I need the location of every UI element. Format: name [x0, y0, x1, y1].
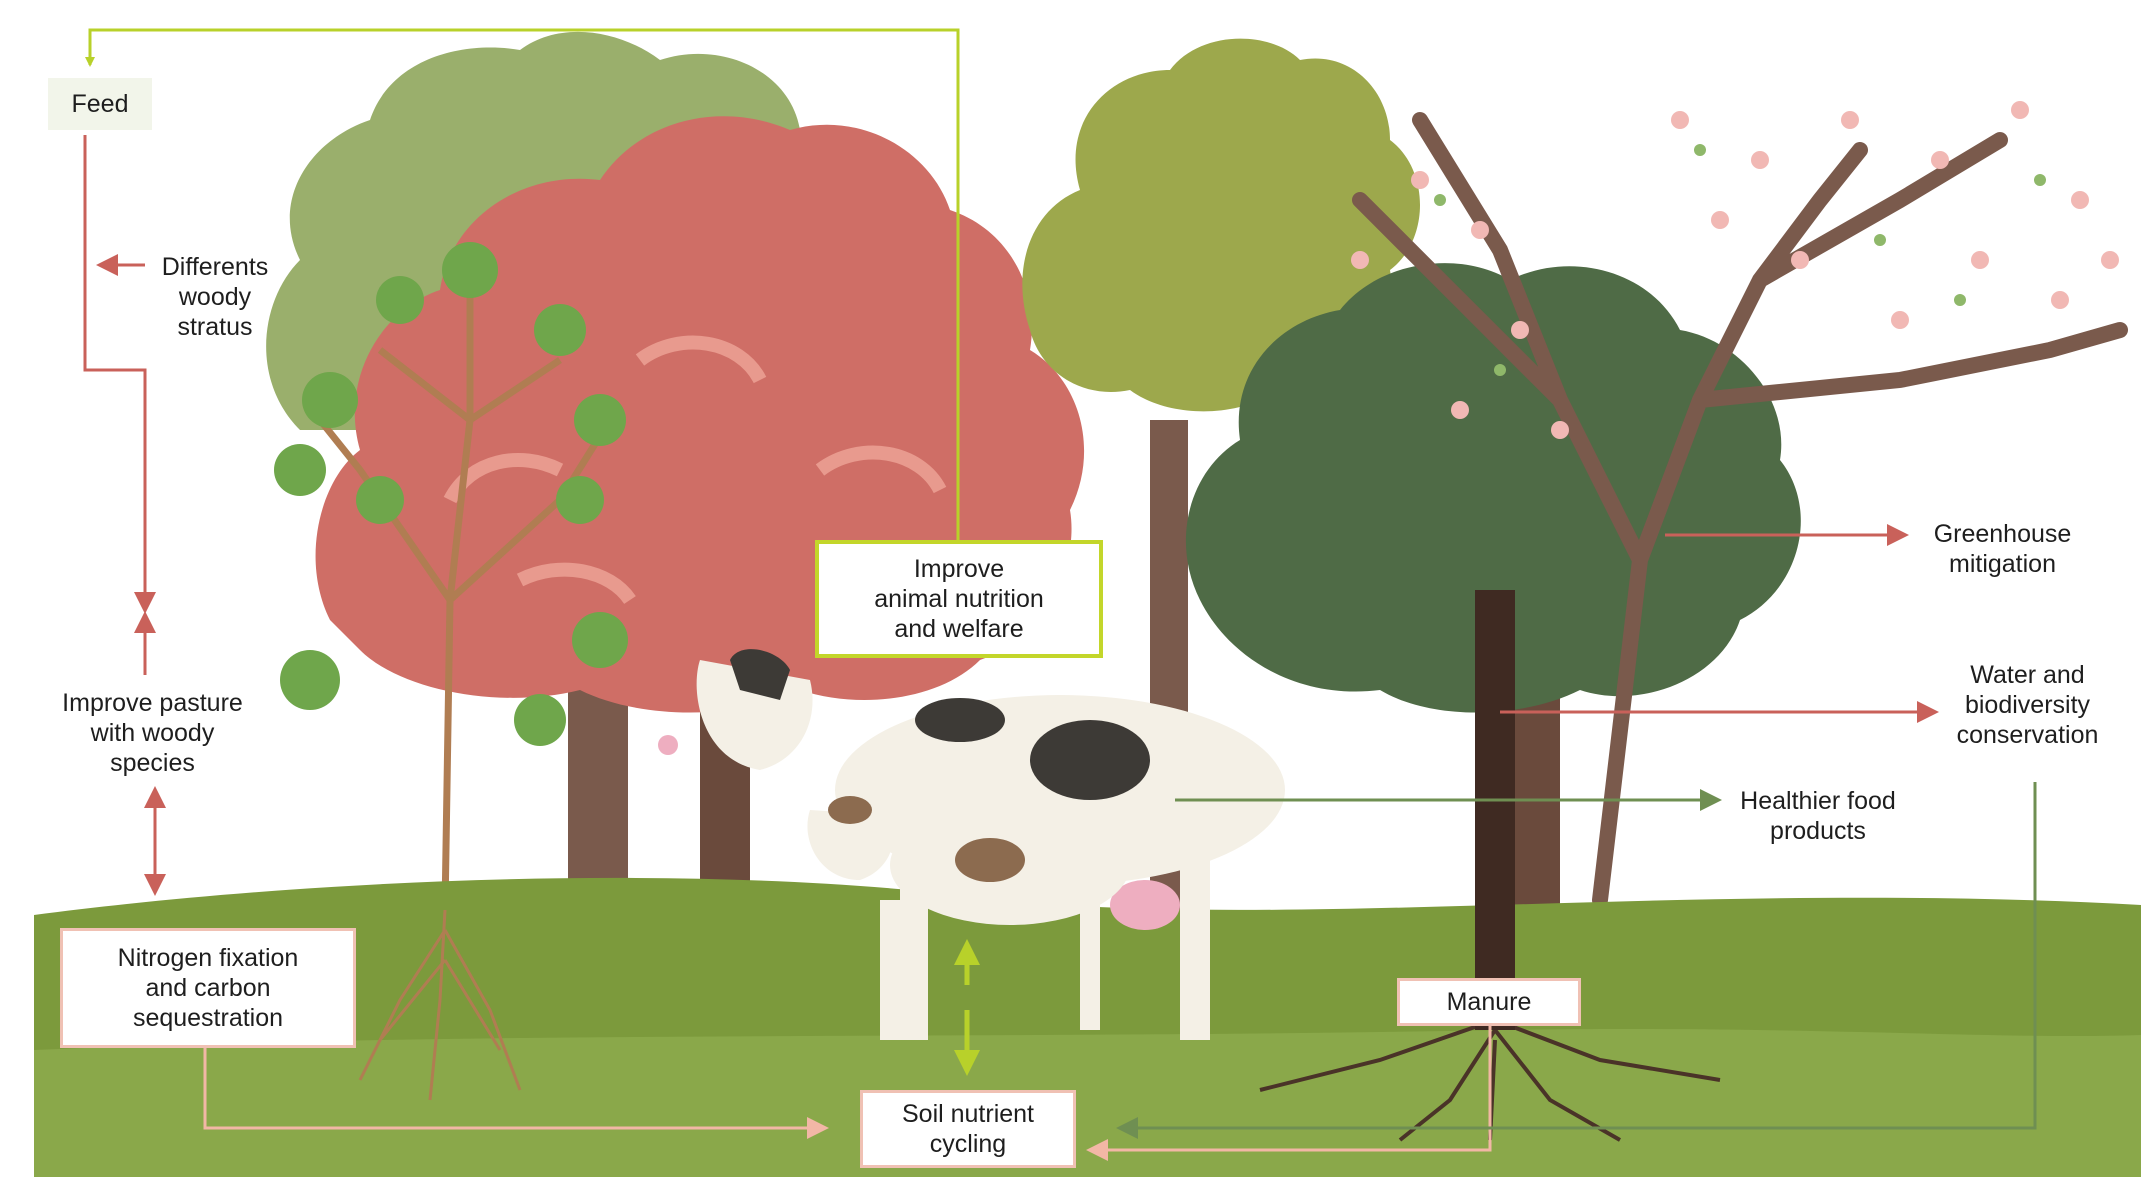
manure-box: Manure [1397, 978, 1581, 1026]
improve-pasture-line-3: species [40, 748, 265, 778]
animal-nutrition-line-2: animal nutrition [874, 584, 1044, 614]
healthier-line-1: Healthier food [1718, 786, 1918, 816]
greenhouse-line-1: Greenhouse [1905, 519, 2100, 549]
water-line-1: Water and [1935, 660, 2120, 690]
woody-stratus-line-3: stratus [145, 312, 285, 342]
nitrogen-box: Nitrogen fixation and carbon sequestrati… [60, 928, 356, 1048]
ground-path [34, 1029, 2141, 1177]
greenhouse-line-2: mitigation [1905, 549, 2100, 579]
feed-label: Feed [48, 78, 152, 130]
soil-line-1: Soil nutrient [902, 1099, 1034, 1129]
tree-trunk-front [1475, 590, 1515, 1030]
greenhouse-label: Greenhouse mitigation [1905, 519, 2100, 579]
soil-line-2: cycling [930, 1129, 1006, 1159]
water-label: Water and biodiversity conservation [1935, 660, 2120, 750]
woody-stratus-line-1: Differents [145, 252, 285, 282]
manure-text: Manure [1447, 987, 1532, 1017]
improve-pasture-line-1: Improve pasture [40, 688, 265, 718]
nitrogen-line-2: and carbon [145, 973, 270, 1003]
improve-pasture-label: Improve pasture with woody species [40, 688, 265, 778]
water-line-3: conservation [1935, 720, 2120, 750]
feed-text: Feed [72, 89, 129, 119]
soil-box: Soil nutrient cycling [860, 1090, 1076, 1168]
improve-pasture-line-2: with woody [40, 718, 265, 748]
woody-stratus-line-2: woody [145, 282, 285, 312]
healthier-label: Healthier food products [1718, 786, 1918, 846]
animal-nutrition-line-1: Improve [914, 554, 1004, 584]
woody-stratus-label: Differents woody stratus [145, 252, 285, 342]
healthier-line-2: products [1718, 816, 1918, 846]
nitrogen-line-3: sequestration [133, 1003, 283, 1033]
animal-nutrition-box: Improve animal nutrition and welfare [815, 540, 1103, 658]
animal-nutrition-line-3: and welfare [894, 614, 1023, 644]
arrow-left-column [85, 135, 155, 892]
water-line-2: biodiversity [1935, 690, 2120, 720]
nitrogen-line-1: Nitrogen fixation [118, 943, 299, 973]
